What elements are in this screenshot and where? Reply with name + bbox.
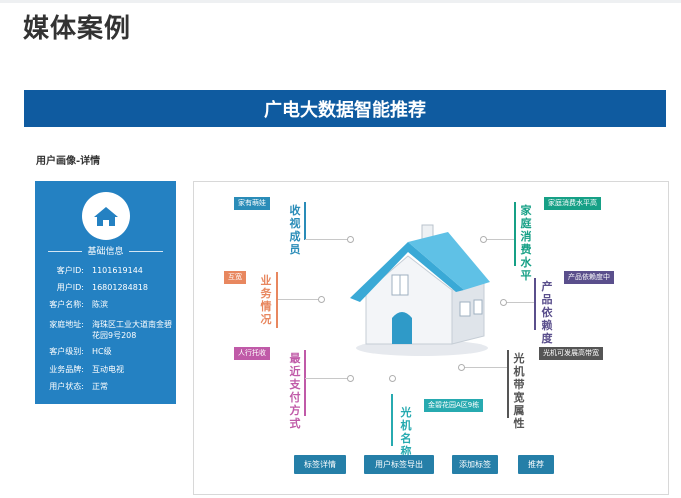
basic-info-card: 基础信息 客户ID:1101619144 用户ID:16801284818 客户… xyxy=(35,181,176,404)
bar-optical-bandwidth xyxy=(507,350,509,418)
page-title: 媒体案例 xyxy=(23,14,132,44)
label-business-status: 业务情况 xyxy=(260,274,272,326)
tag-high-bandwidth: 光机可发展高带宽 xyxy=(539,347,603,360)
bar-household-consumption xyxy=(514,202,516,266)
recommend-button[interactable]: 推荐 xyxy=(518,455,554,474)
bar-viewing-members xyxy=(304,202,306,240)
connector-dot xyxy=(318,296,325,303)
bar-recent-payment xyxy=(304,350,306,416)
house-illustration xyxy=(350,224,490,356)
label-viewing-members: 收视成员 xyxy=(289,204,301,256)
connector-line xyxy=(486,239,514,240)
connector-dot xyxy=(458,364,465,371)
label-product-dependency: 产品依赖度 xyxy=(541,280,553,345)
tag-bank-collection: 人行托收 xyxy=(234,347,270,360)
add-tag-button[interactable]: 添加标签 xyxy=(452,455,498,474)
connector-dot xyxy=(347,375,354,382)
connector-line xyxy=(506,302,534,303)
connector-line xyxy=(278,299,318,300)
home-icon xyxy=(82,192,130,240)
tag-high-consumption: 家庭消费水平高 xyxy=(544,197,601,210)
bar-business-status xyxy=(276,272,278,328)
connector-line xyxy=(305,239,349,240)
export-tags-button[interactable]: 用户标签导出 xyxy=(364,455,434,474)
tag-family-kids: 家有萌娃 xyxy=(234,197,270,210)
section-label: 用户画像-详情 xyxy=(36,156,101,167)
top-divider xyxy=(0,0,681,3)
label-recent-payment: 最近支付方式 xyxy=(289,352,301,430)
bar-optical-node xyxy=(391,394,393,446)
bar-product-dependency xyxy=(534,278,536,330)
tag-detail-button[interactable]: 标签详情 xyxy=(294,455,346,474)
connector-line xyxy=(305,378,349,379)
user-portrait-diagram: 家有萌娃 收视成员 互宽 业务情况 人行托收 最近支付方式 光机名称 金碧花园A… xyxy=(193,181,669,495)
banner-title: 广电大数据智能推荐 xyxy=(24,90,666,127)
tag-interactive-broadband: 互宽 xyxy=(224,271,246,284)
connector-dot xyxy=(347,236,354,243)
tag-dependency-medium: 产品依赖度中 xyxy=(564,271,614,284)
label-optical-node: 光机名称 xyxy=(400,406,412,458)
connector-dot xyxy=(389,375,396,382)
tag-jinbi-garden: 金碧花园A区9栋 xyxy=(424,399,484,412)
label-household-consumption: 家庭消费水平 xyxy=(520,204,532,282)
basic-info-heading: 基础信息 xyxy=(35,244,176,257)
connector-dot xyxy=(500,299,507,306)
connector-dot xyxy=(480,236,487,243)
label-optical-bandwidth: 光机带宽属性 xyxy=(513,352,525,430)
connector-line xyxy=(464,367,507,368)
